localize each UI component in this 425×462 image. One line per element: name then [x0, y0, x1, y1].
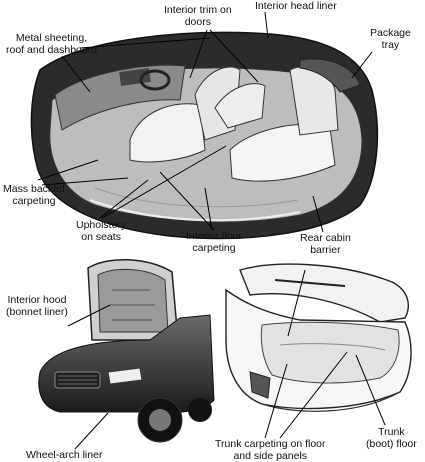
label-metal-sheeting: Metal sheeting,roof and dashboard: [6, 32, 98, 56]
label-head-liner: Interior head liner: [255, 0, 337, 12]
label-interior-hood: Interior hood(bonnet liner): [6, 294, 68, 318]
leader-lines: [37, 11, 386, 450]
car-interior-cutaway: [30, 31, 379, 240]
label-wheel-arch-liner: Wheel-arch liner: [26, 449, 103, 461]
label-trunk-floor: Trunk(boot) floor: [366, 426, 417, 450]
sedan-trunk-open: [225, 263, 412, 412]
suv-hood-open: [38, 259, 215, 443]
